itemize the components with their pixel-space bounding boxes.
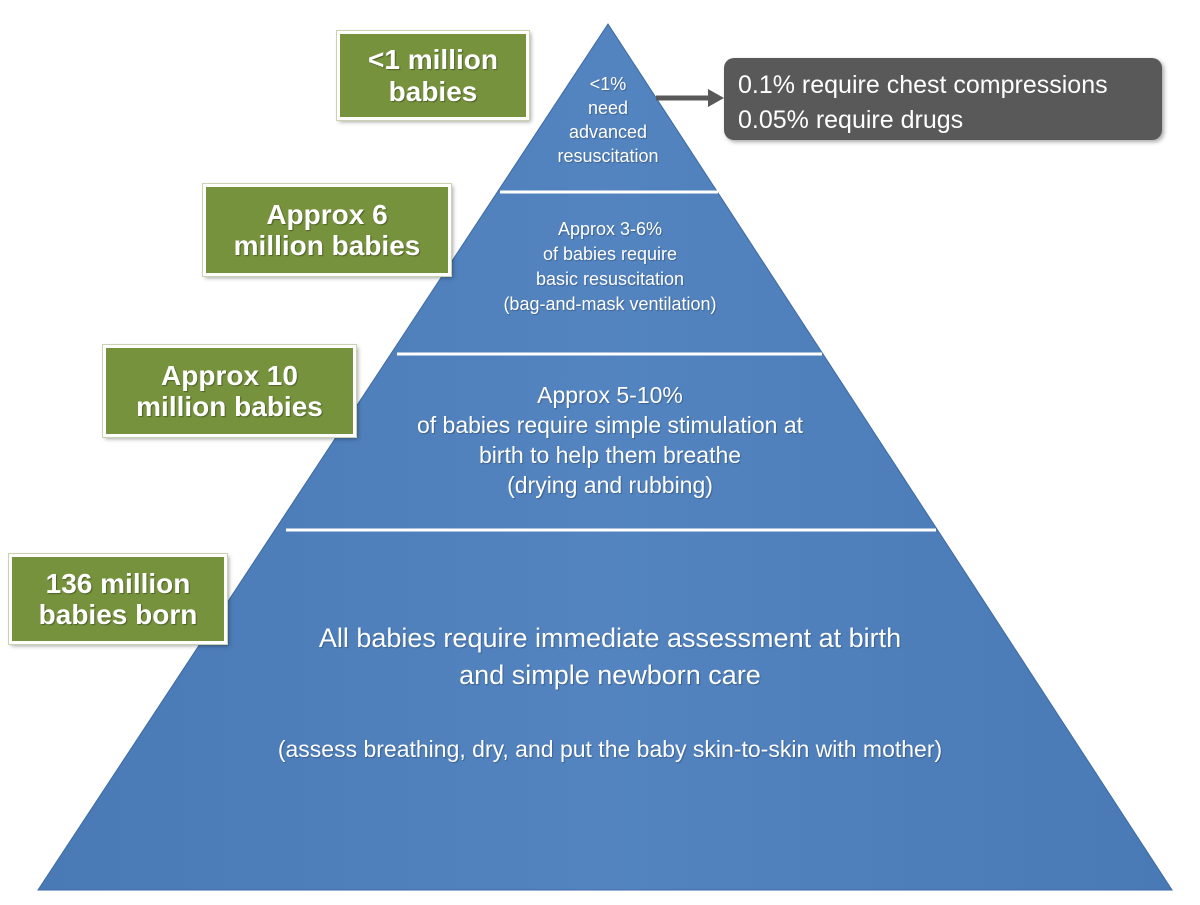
- tier-1-text-line: advanced: [568, 122, 648, 142]
- callout-line: 0.1% require chest compressions: [738, 71, 1108, 99]
- count-box-tier-2: Approx 6 million babies: [203, 184, 451, 276]
- tier-4-text-line: and simple newborn care: [459, 660, 761, 690]
- tier-4-note-line: (assess breathing, dry, and put the baby…: [277, 736, 943, 762]
- tier-2-text-line: (bag-and-mask ventilation): [503, 294, 717, 314]
- callout-arrowhead: [708, 89, 724, 107]
- tier-4-text-line: All babies require immediate assessment …: [318, 623, 902, 653]
- count-box-line: babies born: [38, 599, 198, 630]
- tier-1-text-line: need: [587, 98, 629, 118]
- count-box-line: Approx 10: [161, 359, 298, 391]
- count-box-line: million babies: [136, 391, 323, 422]
- count-box-tier-1: <1 million babies: [337, 31, 529, 120]
- count-box-line: Approx 6: [266, 198, 388, 230]
- callout-box: 0.1% require chest compressions 0.05% re…: [724, 58, 1162, 140]
- tier-4-note: (assess breathing, dry, and put the baby…: [170, 734, 1050, 764]
- tier-2-text-line: Approx 3-6%: [557, 219, 663, 239]
- tier-4-text: All babies require immediate assessment …: [210, 620, 1010, 694]
- callout-line: 0.05% require drugs: [738, 105, 964, 134]
- count-box-line: babies: [388, 75, 478, 107]
- tier-2-text-line: of babies require: [542, 244, 678, 264]
- tier-1-text-line: <1%: [589, 74, 627, 94]
- count-box-line: 136 million: [45, 567, 191, 599]
- count-box-tier-3: Approx 10 million babies: [103, 345, 356, 437]
- count-box-line: <1 million: [368, 44, 498, 76]
- tier-3-text-line: (drying and rubbing): [507, 472, 713, 498]
- tier-3-text-line: Approx 5-10%: [537, 382, 683, 408]
- count-box-line: million babies: [233, 230, 421, 261]
- count-box-tier-4: 136 million babies born: [9, 554, 227, 644]
- tier-1-text-line: resuscitation: [557, 146, 659, 166]
- tier-3-text: Approx 5-10% of babies require simple st…: [350, 380, 870, 500]
- tier-3-text-line: of babies require simple stimulation at: [416, 412, 804, 438]
- tier-3-text-line: birth to help them breathe: [478, 442, 742, 468]
- tier-2-text: Approx 3-6% of babies require basic resu…: [470, 217, 750, 317]
- pyramid: [37, 23, 1173, 891]
- tier-2-text-line: basic resuscitation: [535, 269, 685, 289]
- tier-1-text: <1% need advanced resuscitation: [528, 72, 688, 168]
